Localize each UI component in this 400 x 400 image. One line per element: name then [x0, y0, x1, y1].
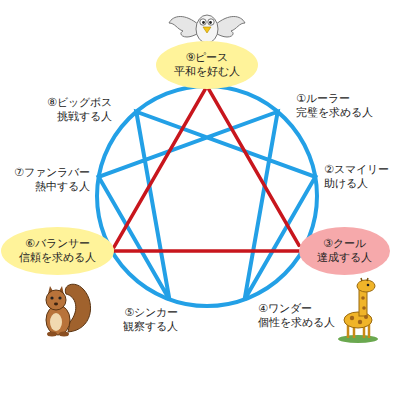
triangle-edge	[209, 89, 299, 245]
squirrel-foot	[47, 332, 57, 337]
enneagram-circle	[97, 86, 317, 306]
squirrel-foot	[59, 332, 69, 337]
type-description: 完璧を求める人	[296, 106, 373, 120]
giraffe-eye	[367, 284, 370, 287]
hexad-lines	[99, 112, 316, 300]
highlight-node: ⑨ピース平和を好む人	[156, 41, 258, 89]
bird-pupil	[209, 21, 212, 24]
bird-pupil	[202, 21, 205, 24]
type-label: ②スマイリー助ける人	[322, 163, 391, 191]
giraffe-spot	[364, 315, 368, 319]
triangle-edge	[114, 249, 299, 253]
type-description: 助ける人	[324, 177, 389, 191]
highlight-ellipse	[156, 41, 258, 89]
type-description: 個性を求める人	[258, 316, 335, 330]
giraffe-horns	[361, 278, 368, 281]
giraffe-body	[344, 312, 372, 328]
highlight-node: ③クール達成する人	[299, 227, 390, 275]
type-name: ②スマイリー	[324, 163, 389, 177]
squirrel-eye	[50, 296, 53, 299]
type-name: ③クール	[323, 237, 366, 251]
type-name: ④ワンダー	[258, 302, 335, 316]
highlight-node: ⑥バランサー信頼を求める人	[1, 227, 114, 275]
highlight-ellipse	[1, 227, 114, 275]
giraffe-head	[357, 280, 375, 292]
type-description: 達成する人	[317, 251, 372, 265]
highlight-ellipse	[299, 227, 390, 275]
type-name: ⑧ビッグボス	[47, 96, 112, 110]
type-name: ⑨ピース	[186, 51, 229, 65]
bird-body	[196, 15, 218, 43]
type-name: ⑤シンカー	[123, 306, 178, 320]
bird-wing	[169, 17, 199, 38]
giraffe-spot	[362, 306, 366, 310]
squirrel-nose	[54, 303, 58, 306]
type-name: ⑥バランサー	[25, 237, 90, 251]
bird-wing	[215, 17, 245, 38]
type-label: ①ルーラー完璧を求める人	[294, 92, 375, 120]
type-description: 平和を好む人	[174, 65, 240, 79]
type-description: 挑戦する人	[47, 110, 112, 124]
squirrel-belly	[50, 313, 62, 331]
type-description: 熱中する人	[14, 180, 90, 194]
grass	[338, 335, 378, 343]
giraffe-spot	[361, 296, 365, 300]
giraffe-illustration	[338, 278, 378, 343]
giraffe-spot	[358, 320, 362, 324]
type-label: ④ワンダー個性を求める人	[256, 302, 337, 330]
type-label: ⑧ビッグボス挑戦する人	[45, 96, 114, 124]
giraffe-spot	[350, 316, 354, 320]
type-description: 信頼を求める人	[19, 251, 96, 265]
type-name: ⑦ファンラバー	[14, 166, 90, 180]
type-description: 観察する人	[123, 320, 178, 334]
squirrel-illustration	[46, 284, 91, 336]
squirrel-head	[46, 290, 66, 310]
triangle-edge	[114, 89, 205, 247]
type-label: ⑤シンカー観察する人	[121, 306, 180, 334]
bird-beak	[203, 27, 211, 33]
squirrel-eye	[58, 296, 61, 299]
type-name: ①ルーラー	[296, 92, 373, 106]
type-label: ⑦ファンラバー熱中する人	[12, 166, 92, 194]
bird-eye	[200, 19, 206, 25]
bird-eye	[208, 19, 214, 25]
